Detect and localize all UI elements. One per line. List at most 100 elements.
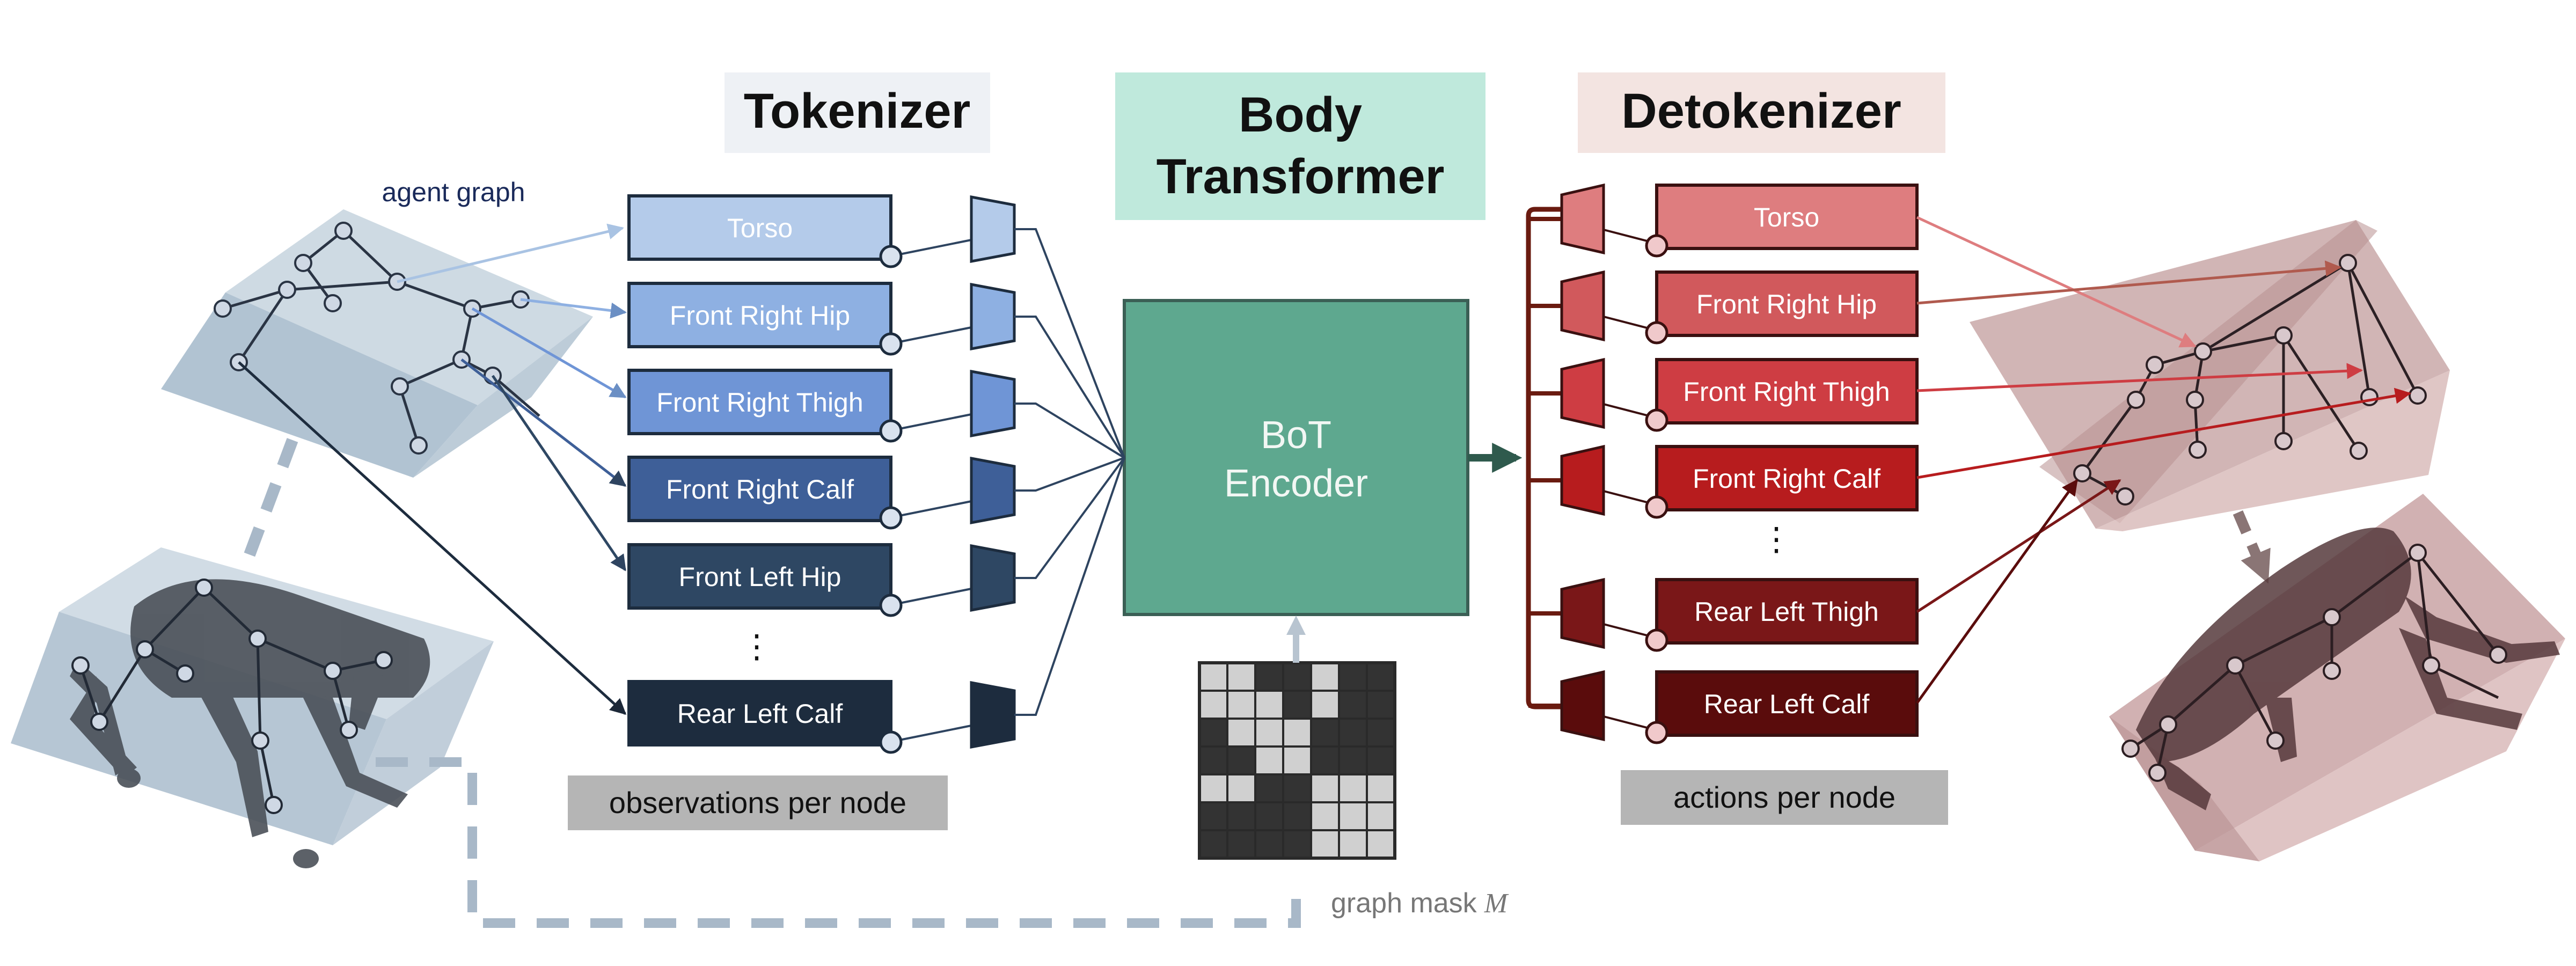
tokenizer-connector: [899, 326, 972, 343]
tokenizer-node-box: [627, 369, 892, 435]
mask-cell: [1254, 662, 1284, 692]
detokenizer-node-label: Front Right Calf: [1693, 464, 1880, 494]
mask-cell: [1254, 718, 1284, 748]
tokenizer-port: [879, 594, 903, 617]
detokenizer-projection: [1560, 357, 1605, 429]
encoder-input-line: [1014, 228, 1125, 458]
tokenizer-projection: [970, 282, 1016, 351]
mask-cell: [1198, 690, 1228, 720]
dashed-feedback-path: [376, 757, 1301, 928]
mask-cell: [1198, 801, 1228, 831]
detokenizer-port: [1645, 408, 1668, 432]
detokenizer-ellipsis: ⋮: [1760, 521, 1792, 557]
bot-encoder-line2: Encoder: [1224, 462, 1368, 505]
observations-caption: observations per node: [568, 775, 948, 830]
mask-cell: [1226, 662, 1256, 692]
observations-caption-text: observations per node: [609, 786, 906, 819]
tokenizer-title-text: Tokenizer: [744, 84, 971, 138]
bot-encoder-box: [1123, 299, 1469, 616]
mask-cell: [1310, 745, 1340, 775]
detokenizer-to-graph-arrows: [1915, 216, 2411, 704]
mask-cell: [1366, 773, 1396, 803]
mask-cell: [1254, 745, 1284, 775]
tokenizer-node-box: [627, 543, 892, 610]
encoder-input-line: [1014, 457, 1125, 579]
agent-graph-caption: agent graph: [382, 177, 525, 207]
detokenizer-connector: [1603, 490, 1650, 504]
encoder-input-line: [1014, 457, 1125, 492]
mask-cell: [1310, 690, 1340, 720]
detokenizer-title: Detokenizer: [1578, 72, 1945, 153]
detokenizer-node-label: Torso: [1754, 202, 1819, 232]
tokenizer-port: [879, 332, 903, 356]
tokenizer-node: Front Right Calf: [627, 456, 1016, 530]
mask-cell: [1366, 718, 1396, 748]
graph-mask-grid: [1198, 661, 1396, 860]
detokenizer-projection: [1560, 270, 1605, 342]
mask-cell: [1254, 829, 1284, 859]
mask-cell: [1338, 773, 1368, 803]
mask-cell: [1254, 690, 1284, 720]
detokenizer-port: [1645, 628, 1668, 652]
tokenizer-node: Torso: [627, 194, 1016, 268]
tokenizer-port: [879, 245, 903, 268]
tokenizer-connector: [899, 239, 972, 255]
tokenizer-node-label: Front Right Calf: [666, 474, 854, 504]
tokenizer-port: [879, 730, 903, 754]
graph-joint: [278, 281, 296, 299]
mask-cell: [1338, 801, 1368, 831]
mask-cell: [1366, 801, 1396, 831]
mask-cell: [1366, 690, 1396, 720]
tokenizer-connector: [899, 413, 972, 430]
observations-caption-bg: [568, 775, 948, 830]
graph-joint: [391, 377, 409, 396]
tokenizer-node-label: Front Left Hip: [679, 562, 841, 592]
mask-cell: [1282, 829, 1312, 859]
mask-cell: [1198, 662, 1228, 692]
detokenizer-node-label: Rear Left Calf: [1704, 689, 1870, 719]
detokenizer-title-bg: [1578, 72, 1945, 153]
mask-cell: [1254, 773, 1284, 803]
tokenizer-node-label: Front Right Hip: [670, 301, 850, 331]
detokenizer-port: [1645, 321, 1668, 345]
tokenizer-projection: [970, 195, 1016, 264]
agent-graph-box-face-side: [413, 317, 593, 478]
detokenizer-connector: [1603, 316, 1650, 330]
robot-red-joints: [2121, 544, 2507, 782]
bot-encoder-line1: BoT: [1261, 414, 1331, 457]
mask-cell: [1226, 745, 1256, 775]
bot-encoder: BoT Encoder: [1123, 299, 1469, 616]
tokenizer-node: Rear Left Calf: [627, 680, 1016, 754]
graph-mask-label: graph mask: [1331, 888, 1477, 919]
mask-cell: [1198, 829, 1228, 859]
detokenizer-node-box: [1655, 358, 1919, 425]
mask-cell: [1254, 801, 1284, 831]
body-transformer-title: Body Transformer: [1115, 72, 1485, 220]
tokenizer-port: [879, 419, 903, 443]
dashed-connector-graph-robot: [238, 438, 298, 571]
body-transformer-title-bg: [1115, 72, 1485, 220]
mask-cell: [1282, 690, 1312, 720]
detokenizer-projection: [1560, 670, 1605, 742]
graph-joint: [294, 254, 312, 272]
mask-cell: [1338, 662, 1368, 692]
agent-graph-box: [161, 209, 593, 478]
mask-cell: [1366, 745, 1396, 775]
mask-cell: [1226, 690, 1256, 720]
detokenizer-connector: [1603, 715, 1650, 729]
mask-cell: [1338, 718, 1368, 748]
tokenizer-projection: [970, 544, 1016, 612]
mask-cell: [1310, 773, 1340, 803]
tokenizer-port: [879, 506, 903, 530]
graph-joint: [334, 222, 353, 240]
actions-caption: actions per node: [1621, 770, 1948, 825]
mask-cell: [1282, 773, 1312, 803]
tokenizer-node-label: Torso: [727, 213, 793, 243]
mask-cell: [1226, 773, 1256, 803]
mask-cell: [1310, 801, 1340, 831]
tokenizer-ellipsis: ⋮: [741, 628, 773, 664]
body-transformer-title-line1: Body: [1239, 87, 1362, 142]
mask-cell: [1226, 801, 1256, 831]
robot-blue-joints: [71, 579, 393, 814]
graph-joint: [214, 299, 232, 318]
